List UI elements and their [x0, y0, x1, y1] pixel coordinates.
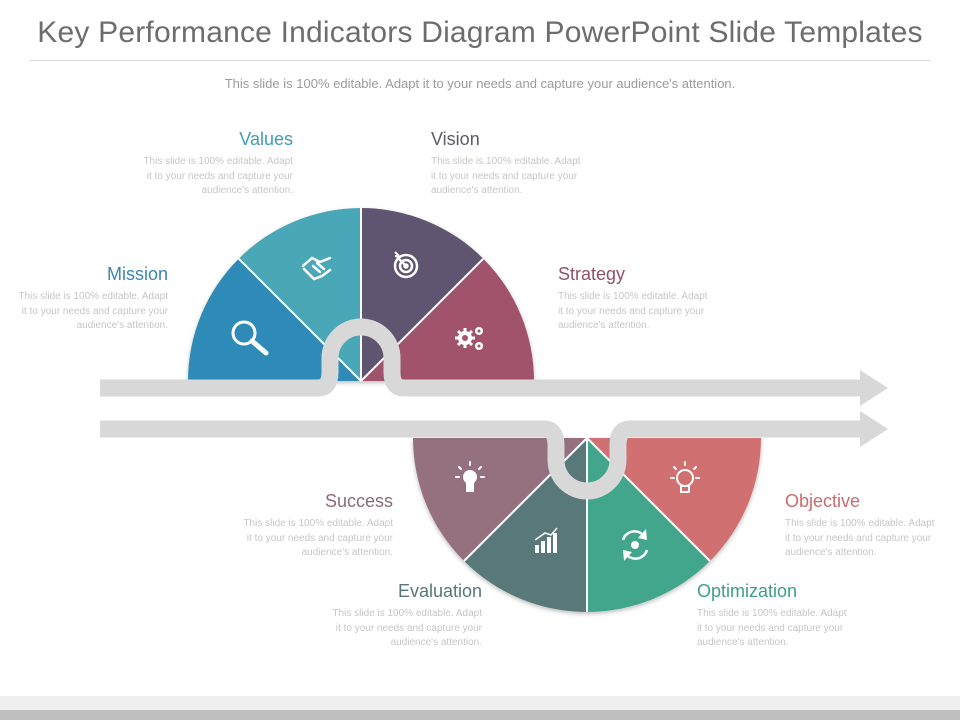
optimization-description: This slide is 100% editable. Adapt it to… — [697, 608, 847, 648]
success-title: Success — [324, 491, 393, 511]
evaluation-title: Evaluation — [397, 581, 482, 601]
footer-strip-dark — [0, 710, 960, 720]
lower-arrow — [100, 411, 888, 500]
footer-strip-light — [0, 696, 960, 710]
mission-title: Mission — [106, 264, 168, 284]
title-divider — [30, 60, 930, 61]
gears-icon — [455, 327, 483, 350]
values-title: Values — [239, 129, 293, 149]
slide-subtitle: This slide is 100% editable. Adapt it to… — [224, 76, 736, 91]
vision-description: This slide is 100% editable. Adapt it to… — [431, 156, 581, 196]
handshake-icon — [301, 256, 332, 281]
values-description: This slide is 100% editable. Adapt it to… — [143, 156, 293, 196]
strategy-title: Strategy — [558, 264, 626, 284]
wedge-success — [413, 438, 587, 561]
magnifier-icon — [231, 320, 269, 356]
objective-title: Objective — [785, 491, 861, 511]
vision-title: Vision — [431, 129, 480, 149]
wedge-objective — [587, 438, 761, 561]
lightbulb-icon — [455, 461, 485, 492]
optimization-title: Optimization — [697, 581, 798, 601]
refresh-gear-icon — [621, 529, 649, 561]
wedge-strategy — [361, 258, 534, 381]
idea-bulb-icon — [670, 461, 700, 493]
strategy-description: This slide is 100% editable. Adapt it to… — [558, 291, 708, 331]
slide-title: Key Performance Indicators Diagram Power… — [37, 16, 923, 49]
bar-chart-icon — [534, 527, 558, 553]
objective-description: This slide is 100% editable. Adapt it to… — [785, 518, 935, 558]
success-description: This slide is 100% editable. Adapt it to… — [243, 518, 393, 558]
wedge-mission — [188, 258, 361, 381]
mission-description: This slide is 100% editable. Adapt it to… — [18, 291, 168, 331]
upper-arrow — [100, 318, 888, 406]
target-icon — [393, 251, 419, 279]
evaluation-description: This slide is 100% editable. Adapt it to… — [332, 608, 482, 648]
